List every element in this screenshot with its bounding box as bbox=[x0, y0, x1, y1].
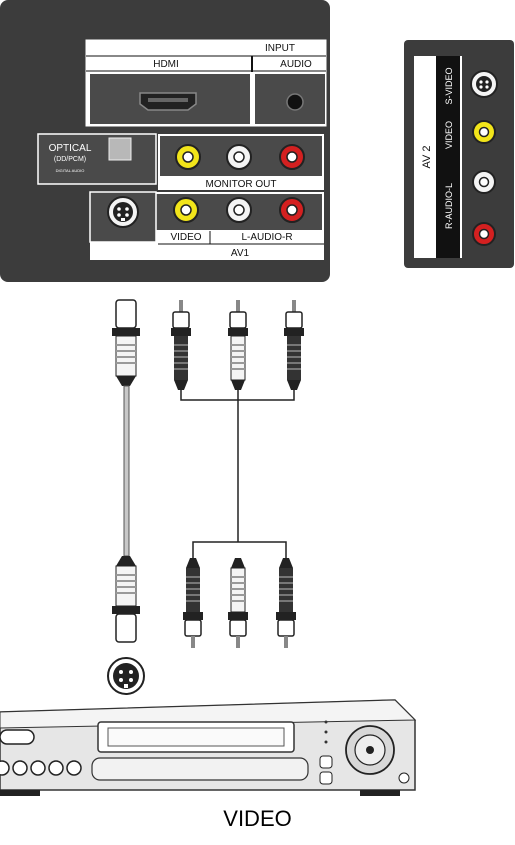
av2-audio-label: R-AUDIO-L bbox=[444, 183, 454, 229]
vcr-small-button-1 bbox=[319, 755, 333, 769]
vcr-button-3 bbox=[30, 760, 46, 776]
av2-label: AV 2 bbox=[421, 145, 433, 168]
rca-plug-audio-r-bottom bbox=[276, 558, 296, 648]
optical-port bbox=[108, 137, 132, 161]
input-label: INPUT bbox=[265, 43, 295, 54]
vcr-device bbox=[0, 699, 417, 796]
svideo1-jack bbox=[107, 196, 139, 228]
monitor-out-jacks bbox=[175, 144, 305, 170]
av1-label: AV1 bbox=[231, 248, 250, 259]
vcr-button-1 bbox=[0, 760, 10, 776]
rca-cable-bottom-plugs bbox=[183, 558, 296, 648]
monitor-out-label: MONITOR OUT bbox=[206, 179, 277, 190]
vcr-svideo-jack bbox=[107, 657, 145, 695]
digital-audio-label: DIGITAL AUDIO bbox=[56, 168, 85, 173]
vcr-button-2 bbox=[12, 760, 28, 776]
av1-video-label: VIDEO bbox=[170, 232, 201, 243]
vcr-button-5 bbox=[66, 760, 82, 776]
vcr-power-button bbox=[398, 772, 410, 784]
rca-cable-top-plugs bbox=[171, 300, 304, 390]
audio-jack bbox=[286, 93, 304, 111]
rca-cable-wires bbox=[180, 390, 295, 560]
optical-label: OPTICAL bbox=[49, 143, 92, 154]
av2-svideo-jack bbox=[470, 70, 498, 98]
rca-plug-video-bottom bbox=[183, 558, 203, 648]
av1-jacks bbox=[173, 197, 305, 223]
svideo1-label: S-VIDEO 1 bbox=[98, 248, 148, 259]
av1-audio-label: L-AUDIO-R bbox=[241, 232, 292, 243]
svideo-cable bbox=[112, 299, 140, 643]
av2-svideo-label: S-VIDEO bbox=[444, 67, 454, 104]
av2-video-label: VIDEO bbox=[444, 121, 454, 149]
side-panel-av2: AV 2 S-VIDEO VIDEO R-AUDIO-L bbox=[404, 40, 514, 268]
optical-sub-label: (DD/PCM) bbox=[54, 156, 86, 163]
vcr-button-4 bbox=[48, 760, 64, 776]
vcr-lower-panel bbox=[91, 757, 309, 781]
hdmi-label: HDMI bbox=[153, 59, 179, 70]
rca-plug-video-top bbox=[171, 300, 191, 390]
tv-rear-panel: INPUT HDMI AUDIO OPTICAL (DD/PCM) DIGITA… bbox=[0, 0, 330, 282]
vcr-eject-button bbox=[0, 729, 35, 745]
optical-block bbox=[37, 133, 157, 185]
vcr-small-button-2 bbox=[319, 771, 333, 785]
vcr-caption: VIDEO bbox=[223, 806, 292, 831]
audio-label: AUDIO bbox=[280, 59, 312, 70]
rca-plug-audio-l-top bbox=[228, 300, 248, 390]
rca-plug-audio-l-bottom bbox=[228, 558, 248, 648]
rca-plug-audio-r-top bbox=[284, 300, 304, 390]
